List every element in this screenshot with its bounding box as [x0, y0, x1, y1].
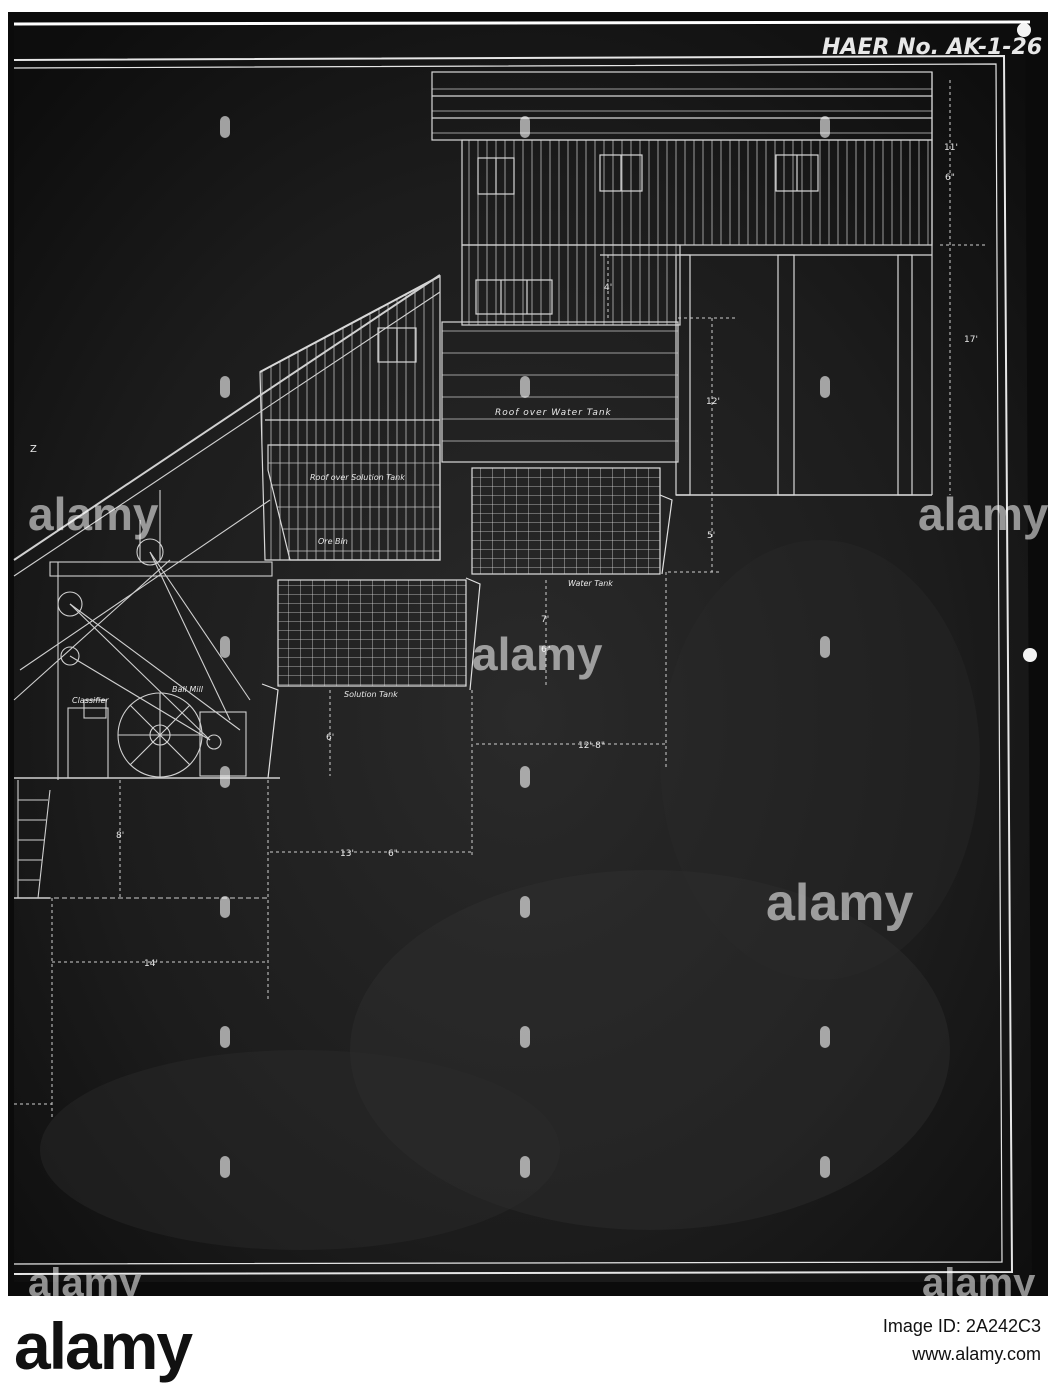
- footer-image-id: Image ID: 2A242C3: [882, 1316, 1041, 1336]
- dim-8ft: 8': [116, 831, 124, 841]
- upper-building: [431, 71, 933, 496]
- dim-14ft: 14': [144, 959, 158, 969]
- record-number: HAER No. AK-1-26: [822, 35, 1042, 60]
- watermarks: alamy alamy alamy alamy alamy alamy: [28, 488, 1049, 1305]
- dim-7ft: 7': [541, 615, 549, 625]
- label-ball-mill: Ball Mill: [172, 685, 204, 694]
- mill-machinery: [13, 274, 441, 899]
- label-roof-over-water-tank: Roof over Water Tank: [495, 408, 612, 418]
- label-solution-tank: Solution Tank: [344, 690, 398, 699]
- section-mark: Z: [30, 444, 37, 455]
- dim-11ft: 11': [944, 143, 958, 153]
- label-classifier: Classifier: [72, 696, 109, 705]
- watermark-text: alamy: [28, 488, 159, 540]
- watermark-text: alamy: [28, 1261, 142, 1300]
- dim-12ft-8in: 12'-8": [578, 741, 605, 751]
- label-water-tank: Water Tank: [568, 579, 613, 588]
- punch-hole: [1017, 23, 1031, 37]
- footer-brand-logo: alamy: [14, 1309, 193, 1383]
- dim-12ft: 12': [706, 397, 720, 407]
- dim-13ft: 13': [340, 849, 354, 859]
- dim-6in-lower: 6": [388, 849, 398, 859]
- watermark-text: alamy: [766, 874, 914, 932]
- drawing-border: [13, 54, 1014, 1275]
- dimension-lines: [14, 80, 985, 1120]
- water-tank-roof: [441, 321, 679, 463]
- watermark-text: alamy: [922, 1261, 1036, 1300]
- label-roof-over-solution-tank: Roof over Solution Tank: [310, 473, 405, 482]
- dim-6in-upper: 6": [945, 173, 955, 183]
- solution-tank: [261, 577, 481, 779]
- watermark-text: alamy: [472, 628, 603, 680]
- blueprint-sheet: HAER No. AK-1-26 Roof over Water Tank: [8, 12, 1049, 1305]
- footer-url[interactable]: www.alamy.com: [912, 1344, 1041, 1364]
- gable-building: [259, 275, 441, 561]
- watermark-text: alamy: [918, 488, 1049, 540]
- label-ore-bin: Ore Bin: [318, 537, 348, 546]
- stock-footer: alamy Image ID: 2A242C3 www.alamy.com: [0, 1300, 1055, 1390]
- watermark-markers: [220, 116, 830, 1178]
- punch-hole: [1023, 648, 1037, 662]
- dim-6in-tank: 6": [541, 645, 551, 655]
- blueprint-drawing: HAER No. AK-1-26 Roof over Water Tank: [8, 12, 1049, 1305]
- dim-5ft: 5': [707, 531, 715, 541]
- dim-17ft: 17': [964, 335, 978, 345]
- dim-4ft: 4': [604, 283, 612, 293]
- dim-6ft: 6': [326, 733, 334, 743]
- water-tank: [471, 467, 673, 575]
